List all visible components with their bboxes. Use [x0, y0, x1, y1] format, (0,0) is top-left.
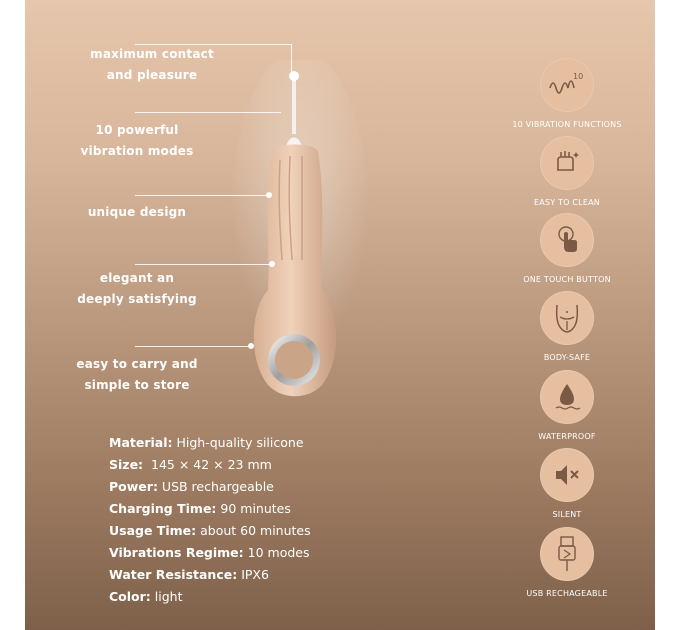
spec-size: Size: 145 × 42 × 23 mm — [109, 457, 272, 472]
spec-vibrations-regime: Vibrations Regime: 10 modes — [109, 545, 310, 560]
feature-label: ONE TOUCH BUTTON — [523, 275, 611, 284]
callout-max-contact: maximum contact and pleasure — [90, 47, 214, 82]
feature-waterproof: WATERPROOF — [492, 370, 642, 441]
feature-label: SILENT — [552, 510, 582, 519]
leader-line-4 — [135, 264, 271, 265]
leader-line-3 — [135, 195, 268, 196]
body-icon — [540, 291, 594, 345]
usb-icon — [540, 527, 594, 581]
feature-label: BODY-SAFE — [543, 353, 591, 362]
hand-wipe-icon — [540, 136, 594, 190]
leader-dot-4 — [269, 261, 275, 267]
spec-power: Power: USB rechargeable — [109, 479, 274, 494]
leader-line-1-vertical — [291, 44, 292, 74]
leader-line-1 — [135, 44, 291, 45]
spec-usage-time: Usage Time: about 60 minutes — [109, 523, 311, 538]
feature-usb: USB RECHAGEABLE — [492, 527, 642, 598]
callout-unique-design: unique design — [87, 205, 187, 219]
spec-charging-time: Charging Time: 90 minutes — [109, 501, 291, 516]
spec-color: Color: light — [109, 589, 183, 604]
spec-list: Material: High-quality silicone Size: 14… — [109, 432, 311, 608]
feature-label: 10 VIBRATION FUNCTIONS — [512, 120, 622, 129]
finger-press-icon — [540, 213, 594, 267]
leader-dot-3 — [266, 192, 272, 198]
spec-water-resistance: Water Resistance: IPX6 — [109, 567, 269, 582]
badge-10: 10 — [573, 72, 583, 81]
wave-10-icon: 10 — [540, 58, 594, 112]
feature-easy-to-clean: EASY TO CLEAN — [492, 136, 642, 207]
leader-line-2 — [135, 112, 281, 113]
feature-label: USB RECHAGEABLE — [526, 589, 608, 598]
callout-vibration-modes: 10 powerful vibration modes — [80, 123, 194, 158]
callout-easy-carry: easy to carry and simple to store — [76, 357, 198, 392]
speaker-mute-icon — [540, 448, 594, 502]
feature-body-safe: BODY-SAFE — [492, 291, 642, 362]
device-illustration — [230, 60, 370, 397]
product-panel: maximum contact and pleasure 10 powerful… — [25, 0, 655, 630]
feature-one-touch: ONE TOUCH BUTTON — [492, 213, 642, 284]
feature-vibration-functions: 10 10 VIBRATION FUNCTIONS — [492, 58, 642, 129]
feature-silent: SILENT — [492, 448, 642, 519]
spec-material: Material: High-quality silicone — [109, 435, 304, 450]
leader-line-5 — [135, 346, 250, 347]
water-drop-icon — [540, 370, 594, 424]
callout-elegant: elegant an deeply satisfying — [77, 271, 197, 306]
leader-dot-5 — [248, 343, 254, 349]
feature-label: WATERPROOF — [538, 432, 596, 441]
feature-label: EASY TO CLEAN — [534, 198, 600, 207]
